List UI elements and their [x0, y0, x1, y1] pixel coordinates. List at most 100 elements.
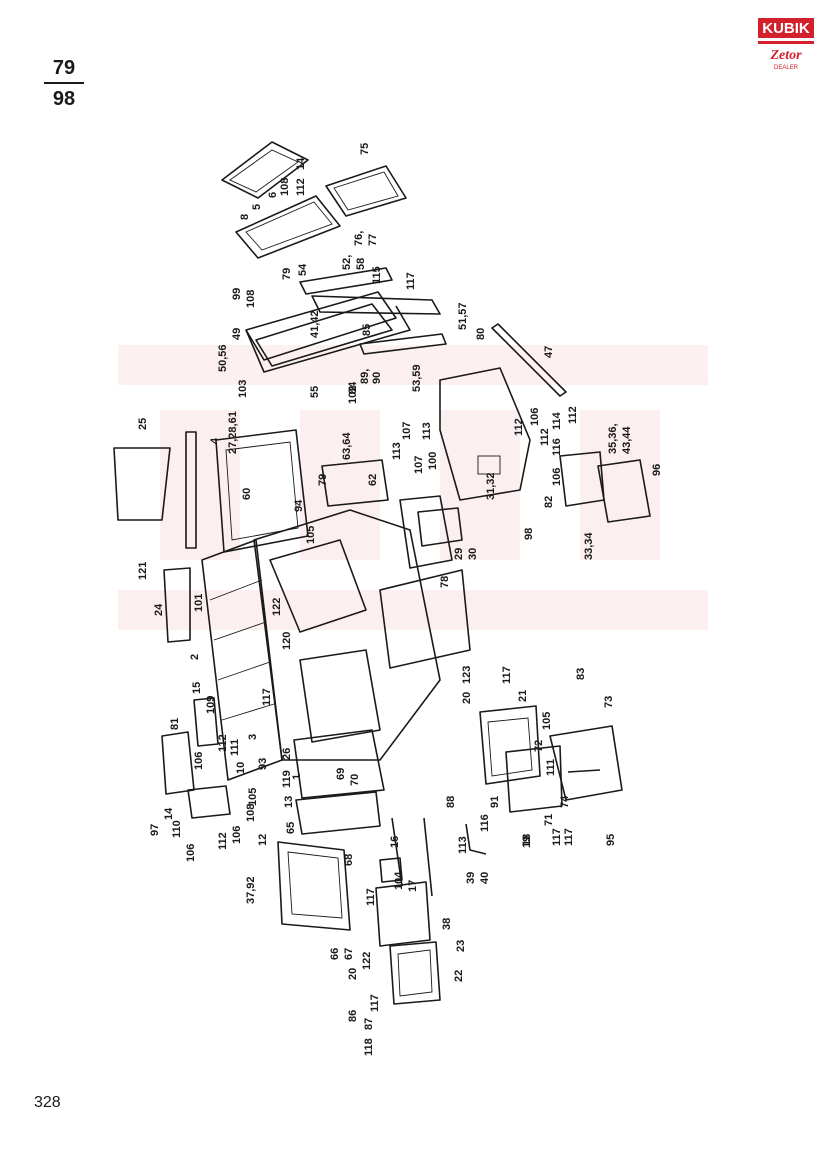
callout-c97: 105 — [247, 788, 259, 806]
callout-c51: 35,36, — [607, 423, 619, 454]
logo-brand-text: KUBIK — [762, 20, 810, 37]
callout-c26: 102 — [347, 386, 359, 404]
figure-number: 79 — [52, 57, 76, 79]
callout-c83: 71 — [543, 814, 555, 826]
door-parts — [277, 705, 623, 1005]
hinge-10 — [187, 785, 231, 819]
frame-22-inner — [397, 949, 433, 997]
callout-c23: 85 — [361, 324, 373, 336]
rear-window-frame — [245, 305, 411, 373]
filter-cover-35 — [597, 459, 651, 523]
callout-c39: 107 — [413, 456, 425, 474]
callout-c33: 4 — [209, 437, 221, 444]
callout-c66: 2 — [189, 654, 201, 660]
callout-c67: 122 — [271, 598, 283, 616]
callout-c71: 81 — [169, 718, 181, 730]
callout-c57: 82 — [543, 496, 555, 508]
callout-c93: 119 — [281, 770, 293, 788]
callout-c54: 106 — [551, 468, 563, 486]
callout-c114: 18 — [521, 834, 533, 846]
callout-c112: 116 — [479, 814, 491, 832]
watermark-band-bottom — [118, 590, 708, 630]
callout-c41: 100 — [427, 452, 439, 470]
callout-c40: 113 — [421, 422, 433, 440]
cab-lower-opening — [293, 729, 385, 799]
callout-c27: 89, — [359, 369, 371, 384]
bracket-window — [477, 455, 501, 475]
left-side-parts — [113, 429, 389, 643]
window-glass-65 — [295, 791, 381, 835]
callout-c55: 112 — [539, 428, 551, 446]
callout-c65: 101 — [193, 594, 205, 612]
watermark-block-3 — [440, 410, 520, 560]
callout-c120: 104 — [393, 871, 405, 890]
callout-c14: 51,57 — [457, 302, 469, 330]
callout-c89: 10 — [235, 762, 247, 774]
callout-c107: 37,92 — [245, 876, 257, 904]
handle-15 — [193, 697, 219, 747]
callout-c128: 122 — [361, 952, 373, 970]
callout-c18: 108 — [245, 290, 257, 308]
callout-c88: 111 — [229, 739, 241, 756]
wiper-motor-101 — [163, 567, 191, 643]
callout-c118: 40 — [479, 872, 491, 884]
callout-c24: 55 — [309, 386, 321, 398]
callout-c115: 19 — [521, 836, 533, 848]
callout-c126: 67 — [343, 948, 355, 960]
callout-c103: 112 — [217, 832, 229, 850]
spring-88 — [423, 817, 433, 897]
callout-c17: 99 — [231, 288, 243, 300]
callout-c129: 22 — [453, 970, 465, 982]
logo-caption-text: DEALER — [774, 65, 799, 71]
frame-22 — [389, 941, 441, 1005]
callout-c94: 1 — [291, 774, 303, 780]
callout-c90: 3 — [247, 734, 259, 740]
callout-c25: 84 — [347, 381, 359, 394]
callout-c62: 78 — [439, 576, 451, 588]
door-21-inner — [487, 717, 533, 777]
callout-c16: 54 — [297, 263, 309, 276]
rear-window-frame-top — [245, 291, 397, 361]
callout-c87: 112 — [217, 734, 229, 752]
callout-c8: 76, — [353, 231, 365, 246]
callout-c61: 30 — [467, 548, 479, 560]
fraction-bar — [44, 82, 84, 84]
figure-reference: 79 98 — [44, 56, 84, 111]
callout-c49: 112 — [567, 406, 579, 424]
callout-c48: 106 — [529, 408, 541, 426]
callout-c98: 13 — [283, 796, 295, 808]
callout-c64: 24 — [153, 603, 165, 616]
dealer-watermark — [118, 345, 708, 630]
cab-body — [201, 495, 471, 799]
watermark-block-4 — [580, 410, 660, 560]
callout-c37: 113 — [391, 442, 403, 460]
window-glass-63 — [321, 459, 389, 507]
callout-c38: 107 — [401, 422, 413, 440]
callout-c7: 75 — [359, 143, 371, 155]
bracket-81 — [161, 731, 195, 795]
callout-c29: 53,59 — [411, 364, 423, 392]
callout-c76: 21 — [517, 690, 529, 702]
block-104 — [379, 857, 403, 883]
callout-c50: 114 — [551, 411, 563, 430]
callout-c58: 98 — [523, 528, 535, 540]
callout-c79: 105 — [541, 712, 553, 730]
left-bracket-parts — [161, 697, 231, 819]
mounting-bracket-31 — [439, 367, 531, 501]
springs-rods — [391, 817, 487, 897]
callout-c20: 50,56 — [217, 344, 229, 372]
callout-c21: 103 — [237, 380, 249, 398]
callout-c110: 88 — [445, 796, 457, 808]
callout-c6: 14 — [295, 157, 307, 170]
window-glass-66-inner — [287, 851, 343, 919]
roof-support-78 — [399, 495, 453, 569]
callout-c131: 117 — [369, 994, 381, 1012]
callout-c68: 120 — [281, 632, 293, 650]
callout-c121: 17 — [407, 880, 419, 892]
callout-c28: 90 — [371, 372, 383, 384]
callout-c73: 123 — [461, 666, 473, 684]
seal-strip-47 — [491, 323, 567, 397]
roof-parts — [221, 141, 407, 259]
callout-c85: 95 — [605, 834, 617, 846]
callout-c117: 39 — [465, 872, 477, 884]
